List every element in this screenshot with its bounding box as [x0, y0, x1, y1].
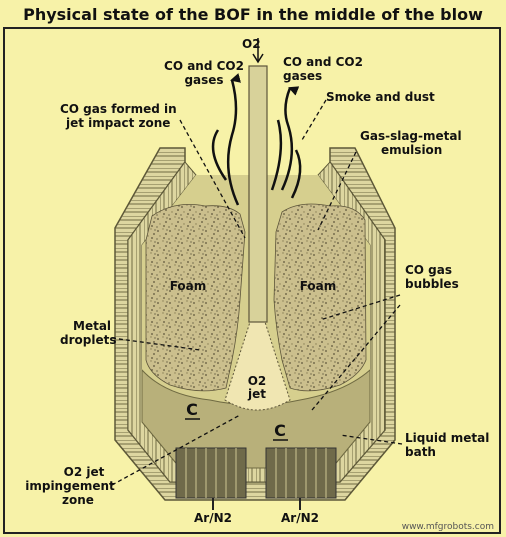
label-impingement-1: O2 jet [64, 465, 105, 479]
foam-left [145, 203, 246, 392]
leader-co-formed [179, 119, 246, 239]
gas-arrow-4 [290, 149, 302, 199]
label-co-co2-left-1: CO and CO2 [164, 59, 244, 73]
label-metal-droplets-2: droplets [60, 333, 116, 347]
label-ar-n2-right: Ar/N2 [281, 511, 319, 525]
leader-gsm [317, 151, 357, 231]
gas-arrow-1 [226, 73, 242, 206]
label-smoke-dust: Smoke and dust [326, 90, 435, 104]
bottom-tuyeres [175, 447, 337, 510]
leader-droplets [111, 337, 201, 351]
o2-lance [248, 65, 268, 323]
title: Physical state of the BOF in the middle … [23, 5, 483, 24]
label-ar-n2-left: Ar/N2 [194, 511, 232, 525]
label-carbon-right: C [274, 421, 286, 440]
frame-border [3, 27, 501, 534]
label-gsm-emulsion-2: emulsion [381, 143, 442, 157]
leader-liquid [339, 434, 403, 445]
label-co-co2-left-2: gases [184, 73, 223, 87]
label-liquid-metal-2: bath [405, 445, 436, 459]
label-co-co2-right-1: CO and CO2 [283, 55, 363, 69]
label-co-gas-formed-1: CO gas formed in [60, 102, 177, 116]
label-o2-jet-1: O2 [248, 374, 267, 388]
label-carbon-left: C [186, 400, 198, 419]
o2-jet [224, 321, 291, 411]
label-liquid-metal-1: Liquid metal [405, 431, 489, 445]
label-o2-jet-2: jet [247, 387, 266, 401]
label-impingement-3: zone [62, 493, 94, 507]
label-co-bubbles-1: CO gas [405, 263, 452, 277]
label-co-co2-right-2: gases [283, 69, 322, 83]
label-foam-left: Foam [170, 279, 207, 293]
label-co-gas-formed-2: jet impact zone [65, 116, 170, 130]
label-foam-right: Foam [300, 279, 337, 293]
gas-arrow-2 [211, 129, 228, 181]
label-metal-droplets-1: Metal [73, 319, 111, 333]
tuyere-block-left [175, 447, 247, 499]
label-o2-top: O2 [242, 37, 261, 51]
watermark: www.mfgrobots.com [402, 522, 494, 532]
tuyere-block-right [265, 447, 337, 499]
foam-right [273, 203, 367, 392]
leader-smoke [301, 99, 327, 141]
label-co-bubbles-2: bubbles [405, 277, 459, 291]
gas-arrow-3 [280, 86, 300, 191]
gas-arrow-5 [270, 119, 283, 191]
o2-inlet-arrowhead [252, 53, 264, 64]
leader-bubbles-2 [311, 304, 401, 411]
label-gsm-emulsion-1: Gas-slag-metal [360, 129, 462, 143]
leader-impingement [111, 414, 241, 486]
label-impingement-2: impingement [25, 479, 115, 493]
